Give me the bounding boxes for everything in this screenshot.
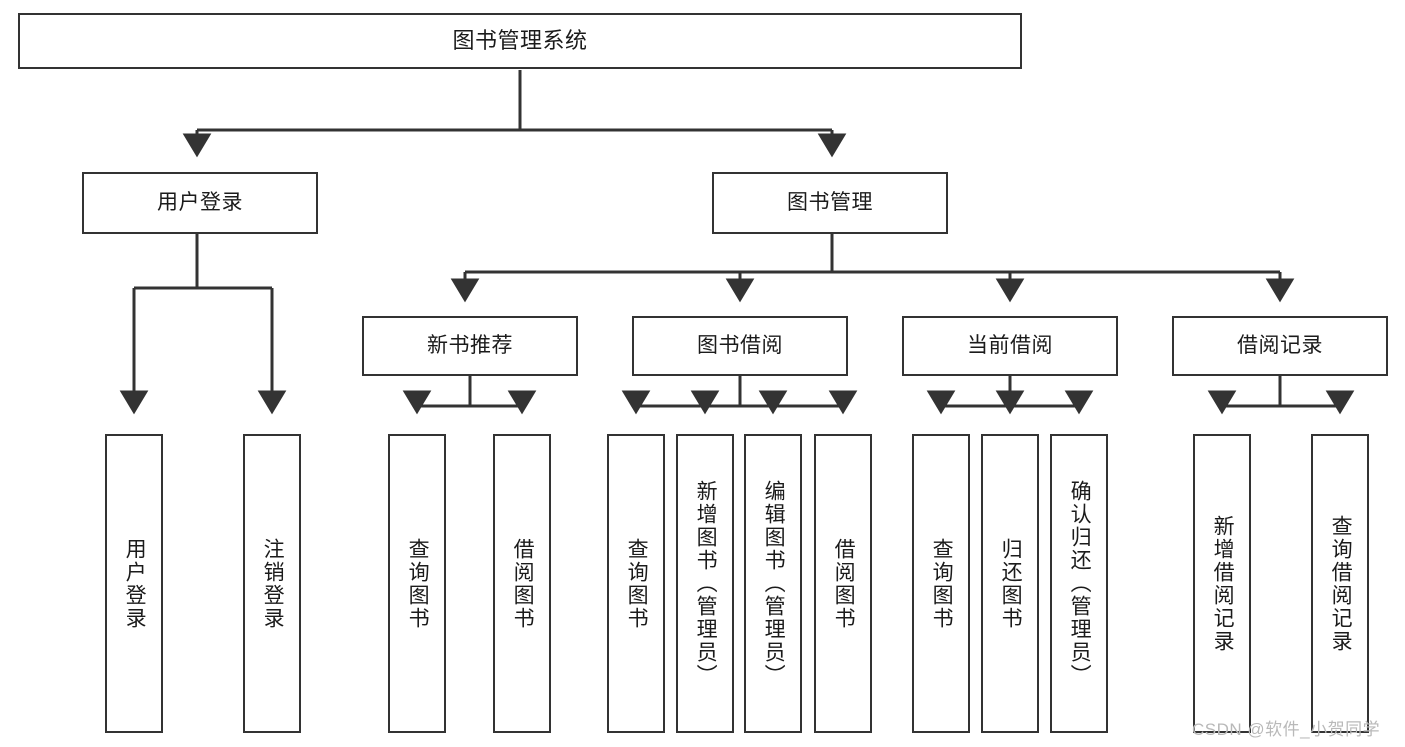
node-label: 新增图书（管理员） — [694, 480, 718, 687]
leaf-add-book-admin[interactable]: 新增图书（管理员） — [676, 434, 734, 733]
leaf-confirm-return-admin[interactable]: 确认归还（管理员） — [1050, 434, 1108, 733]
node-label: 用户登录 — [123, 537, 147, 630]
leaf-add-borrow-record[interactable]: 新增借阅记录 — [1193, 434, 1251, 733]
node-current-borrow[interactable]: 当前借阅 — [902, 316, 1118, 376]
leaf-borrow-book-borrow[interactable]: 借阅图书 — [814, 434, 872, 733]
node-label: 借阅图书 — [511, 537, 535, 630]
node-label: 查询图书 — [406, 537, 430, 630]
node-borrow-record[interactable]: 借阅记录 — [1172, 316, 1388, 376]
leaf-logout-login[interactable]: 注销登录 — [243, 434, 301, 733]
node-label: 借阅图书 — [832, 537, 856, 630]
node-label: 图书借阅 — [697, 334, 783, 358]
node-book-borrow[interactable]: 图书借阅 — [632, 316, 848, 376]
node-label: 归还图书 — [999, 537, 1023, 630]
node-label: 当前借阅 — [967, 334, 1053, 358]
leaf-borrow-book-new-book[interactable]: 借阅图书 — [493, 434, 551, 733]
leaf-query-book-borrow[interactable]: 查询图书 — [607, 434, 665, 733]
node-label: 注销登录 — [261, 537, 285, 630]
node-root-book-management-system[interactable]: 图书管理系统 — [18, 13, 1022, 69]
leaf-user-login[interactable]: 用户登录 — [105, 434, 163, 733]
node-label: 查询借阅记录 — [1329, 514, 1353, 653]
node-book-management[interactable]: 图书管理 — [712, 172, 948, 234]
node-user-login[interactable]: 用户登录 — [82, 172, 318, 234]
csdn-watermark: CSDN @软件_小贺同学 — [1192, 720, 1381, 739]
leaf-return-book[interactable]: 归还图书 — [981, 434, 1039, 733]
node-label: 新书推荐 — [427, 334, 513, 358]
leaf-edit-book-admin[interactable]: 编辑图书（管理员） — [744, 434, 802, 733]
node-label: 查询图书 — [625, 537, 649, 630]
leaf-query-book-current[interactable]: 查询图书 — [912, 434, 970, 733]
node-label: 用户登录 — [157, 191, 243, 215]
leaf-query-book-new-book[interactable]: 查询图书 — [388, 434, 446, 733]
node-label: 编辑图书（管理员） — [762, 480, 786, 687]
node-label: 查询图书 — [930, 537, 954, 630]
leaf-query-borrow-record[interactable]: 查询借阅记录 — [1311, 434, 1369, 733]
node-label: 借阅记录 — [1237, 334, 1323, 358]
node-label: 新增借阅记录 — [1211, 514, 1235, 653]
node-label: 图书管理系统 — [452, 27, 588, 53]
node-label: 图书管理 — [787, 191, 873, 215]
node-label: 确认归还（管理员） — [1068, 480, 1092, 687]
node-new-book-recommend[interactable]: 新书推荐 — [362, 316, 578, 376]
